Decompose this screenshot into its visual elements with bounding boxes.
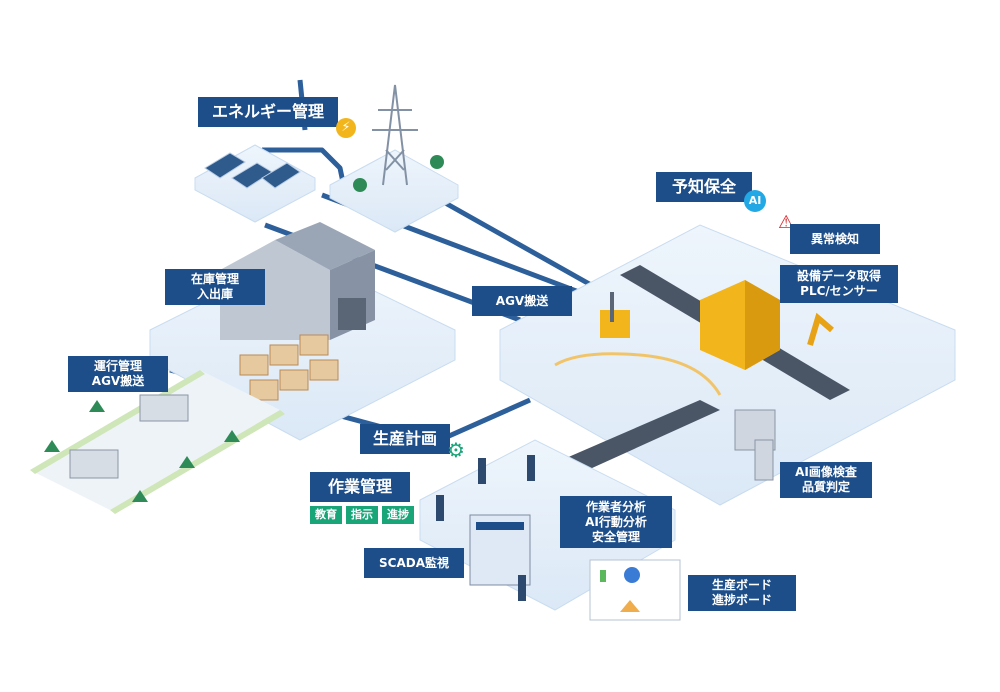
ai-badge: AI [744,190,766,212]
warehouse-platform [149,222,456,441]
worker-figures [436,455,535,601]
storage-racks [239,334,339,401]
worker-analysis-label: 作業者分析 AI行動分析 安全管理 [560,496,672,548]
work-platform [419,439,681,621]
power-tower-icon [372,84,418,186]
scada-monitor-icon [469,514,531,586]
delivery-management-label: 運行管理 AGV搬送 [68,356,168,392]
machine-icon [700,280,780,370]
production-board-chart [589,559,681,621]
work-tag-progress: 進捗 [382,506,414,524]
equipment-data-label: 設備データ取得 PLC/センサー [780,265,898,303]
ai-inspection-label: AI画像検査 品質判定 [780,462,872,498]
power-grid-platform [329,84,459,233]
production-board-label: 生産ボード 進捗ボード [688,575,796,611]
predictive-maintenance-label: 予知保全 [656,172,752,202]
work-tag-instruction: 指示 [346,506,378,524]
truck-icon [69,394,189,479]
robot-arm-icon [807,312,834,346]
work-management-label: 作業管理 [310,472,410,502]
production-plan-label: 生産計画 [360,424,450,454]
warehouse-building-icon [220,222,375,340]
scada-label: SCADA監視 [364,548,464,578]
forklift-icon [600,292,630,338]
energy-management-label: エネルギー管理 [198,97,338,127]
anomaly-detection-label: 異常検知 [790,224,880,254]
gear-icon: ⚙ [447,438,465,462]
inspection-station-icon [734,409,776,481]
agv-transport-label: AGV搬送 [472,286,572,316]
solar-platform [194,144,316,223]
lightning-bolt-icon: ⚡ [336,118,356,138]
agv-path [554,352,722,396]
delivery-road [30,370,285,514]
inventory-label: 在庫管理 入出庫 [165,269,265,305]
work-tag-education: 教育 [310,506,342,524]
